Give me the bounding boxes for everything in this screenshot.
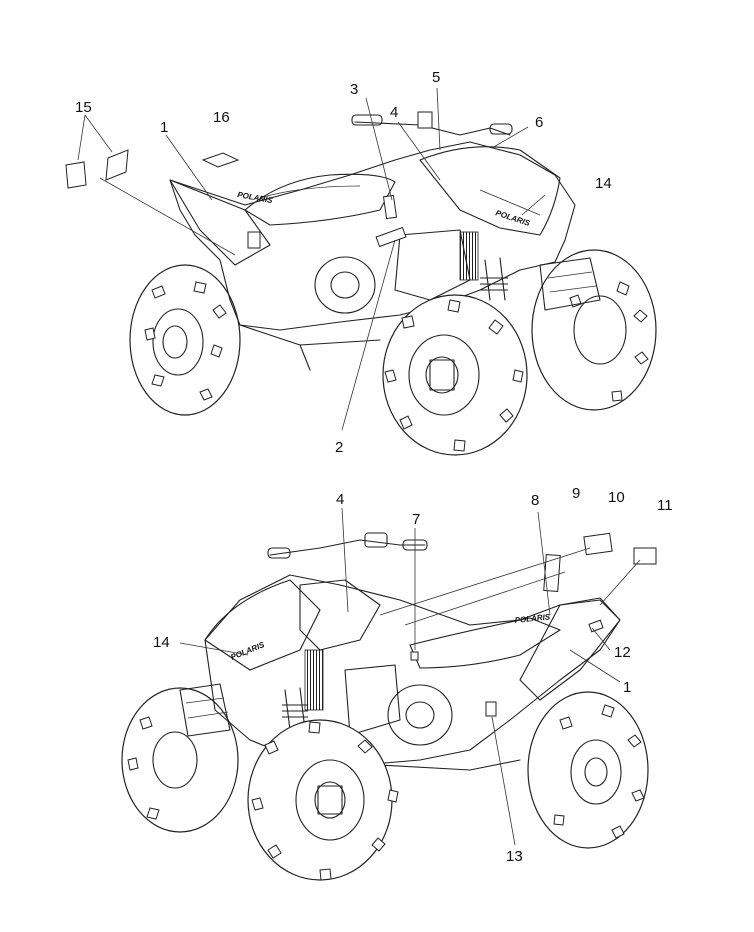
callout-12: 12 [614, 644, 631, 661]
top-decal-16 [201, 152, 240, 168]
callout-10: 10 [608, 489, 625, 506]
bottom-callouts: 4 7 8 9 10 11 14 12 1 13 [153, 485, 673, 865]
bottom-leader-lines [179, 507, 641, 846]
callout-4-bottom: 4 [336, 491, 344, 508]
top-callouts: 15 1 16 3 4 5 6 14 2 [75, 69, 612, 456]
callout-1-bottom: 1 [623, 679, 631, 696]
callout-1-top: 1 [160, 119, 168, 136]
callout-14-top: 14 [595, 175, 612, 192]
bottom-near-front-tire [247, 719, 399, 881]
top-decal-2 [375, 226, 407, 248]
callout-5: 5 [432, 69, 440, 86]
callout-16: 16 [213, 109, 230, 126]
bottom-atv-illustration: POLARIS POLARIS [121, 532, 657, 881]
top-leader-lines [77, 87, 546, 431]
top-decal-5 [417, 111, 433, 129]
top-atv-illustration: POLARIS POLARIS [65, 111, 657, 456]
bottom-rear-polaris-logo: POLARIS [514, 612, 551, 625]
bottom-decal-10 [583, 532, 613, 556]
callout-6: 6 [535, 114, 543, 131]
bottom-rear-tire [527, 691, 649, 849]
top-decal-1 [247, 231, 261, 249]
callout-3: 3 [350, 81, 358, 98]
bottom-decal-7 [410, 651, 419, 661]
callout-8: 8 [531, 492, 539, 509]
bottom-decal-13 [485, 701, 497, 717]
top-near-front-tire [382, 294, 528, 456]
top-decal-15b [105, 149, 129, 181]
top-rear-tire [129, 264, 241, 416]
bottom-far-front-tire [121, 687, 239, 833]
callout-13: 13 [506, 848, 523, 865]
callout-2: 2 [335, 439, 343, 456]
callout-7: 7 [412, 511, 420, 528]
bottom-front-polaris-logo: POLARIS [229, 640, 266, 662]
bottom-decal-12 [588, 619, 604, 633]
top-decal-3 [382, 194, 398, 220]
top-rear-polaris-logo: POLARIS [237, 190, 274, 205]
callout-9: 9 [572, 485, 580, 502]
callout-11: 11 [657, 497, 673, 514]
callout-4-top: 4 [390, 104, 398, 121]
top-decal-15a [65, 161, 87, 189]
callout-14-bottom: 14 [153, 634, 170, 651]
bottom-decal-11 [633, 547, 657, 565]
callout-15: 15 [75, 99, 92, 116]
